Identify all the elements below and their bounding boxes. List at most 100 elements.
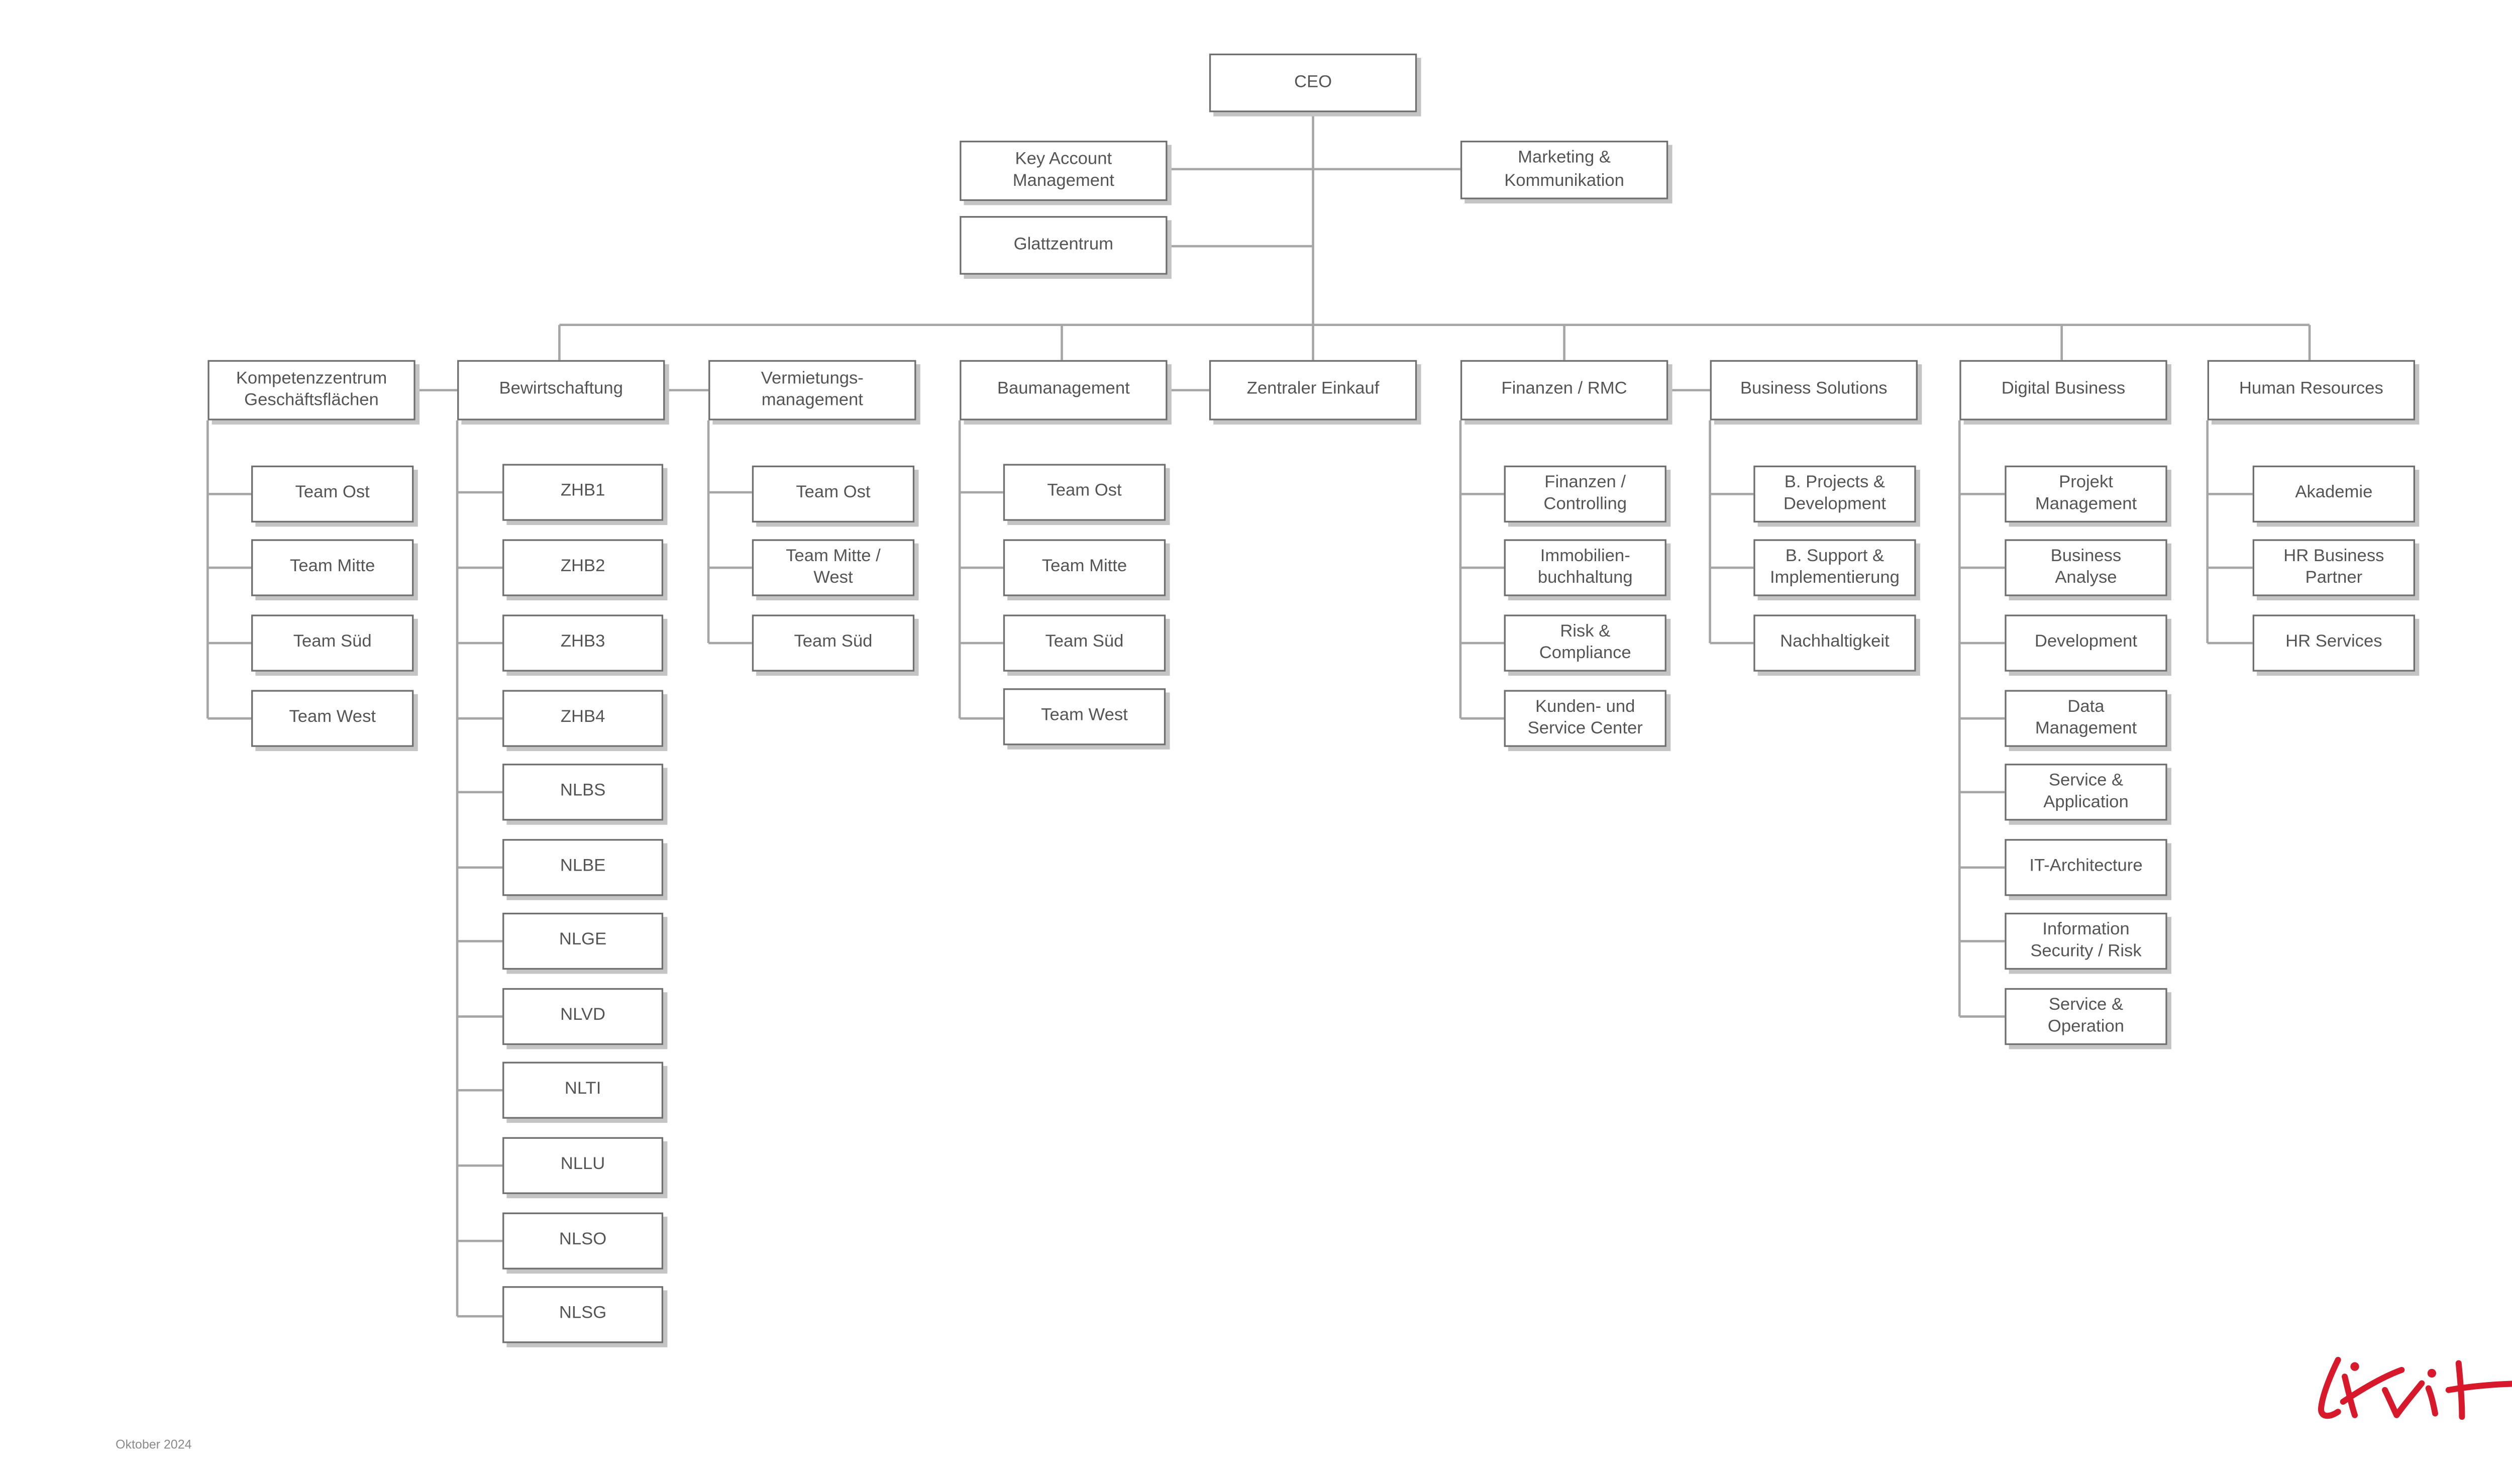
unit-box: Team West [1003,688,1166,746]
glattzentrum-box: Glattzentrum [960,216,1168,275]
unit-label: NLGE [559,931,607,950]
division-finanzen: Finanzen / RMC [1460,360,1668,420]
division-bewirtschaftung: Bewirtschaftung [457,360,665,420]
division-title: Human Resources [2239,380,2383,399]
ceo-label: CEO [1294,73,1332,92]
unit-box: NLSG [502,1286,664,1343]
unit-box: HR Services [2252,614,2416,672]
unit-box: Projekt Management [2005,465,2167,523]
unit-label: NLBS [560,782,606,801]
unit-label: HR Services [2285,633,2382,652]
glattzentrum-label: Glattzentrum [1013,236,1113,255]
unit-label: Team Mitte [1041,558,1127,577]
division-vermietung: Vermietungs- management [708,360,916,420]
unit-label: ZHB3 [560,633,605,652]
division-baumanagement: Baumanagement [960,360,1168,420]
division-human-resources: Human Resources [2207,360,2416,420]
division-business-solutions: Business Solutions [1710,360,1918,420]
unit-box: Risk & Compliance [1504,614,1666,672]
division-title: Digital Business [2001,380,2126,399]
unit-box: Team Mitte [251,539,414,596]
unit-label: Projekt Management [2035,473,2137,514]
unit-box: Team Mitte [1003,539,1166,596]
unit-box: Team Ost [251,465,414,523]
unit-label: NLLU [560,1156,605,1175]
division-einkauf: Zentraler Einkauf [1209,360,1417,420]
unit-box: Team Mitte / West [752,539,915,596]
unit-box: NLBE [502,839,664,896]
unit-box: ZHB2 [502,539,664,596]
unit-box: NLVD [502,988,664,1045]
unit-label: Service & Operation [2047,996,2125,1037]
unit-box: ZHB4 [502,690,664,747]
marketing-label: Marketing & Kommunikation [1504,149,1624,190]
division-title: Business Solutions [1740,380,1888,399]
key-account-label: Key Account Management [1012,150,1114,191]
unit-label: Team West [289,709,376,727]
unit-label: NLVD [560,1007,605,1026]
unit-label: Development [2034,633,2138,652]
footer-date: Oktober 2024 [116,1437,192,1452]
division-kompetenzzentrum: Kompetenzzentrum Geschäftsflächen [207,360,415,420]
unit-label: ZHB2 [560,558,605,577]
unit-label: IT-Architecture [2029,858,2143,877]
unit-label: Finanzen / Controlling [1543,473,1627,514]
unit-label: NLSO [559,1231,607,1250]
unit-label: Akademie [2295,484,2373,503]
unit-label: Information Security / Risk [2030,920,2142,962]
unit-label: Team Süd [293,633,372,652]
unit-label: B. Projects & Development [1783,473,1886,514]
unit-label: Data Management [2035,697,2137,739]
unit-box: NLSO [502,1212,664,1269]
unit-box: Team Süd [752,614,915,672]
division-title: Baumanagement [997,380,1130,399]
unit-box: Team Ost [752,465,915,523]
unit-box: HR Business Partner [2252,539,2416,596]
unit-box: Business Analyse [2005,539,2167,596]
division-title: Finanzen / RMC [1501,380,1627,399]
unit-box: Team Süd [251,614,414,672]
unit-label: Team Süd [1045,633,1124,652]
unit-box: Nachhaltigkeit [1753,614,1916,672]
unit-label: Team Ost [1047,483,1122,501]
unit-box: Team Ost [1003,464,1166,521]
unit-box: Team West [251,690,414,747]
unit-box: Development [2005,614,2167,672]
unit-box: NLLU [502,1137,664,1194]
division-title: Zentraler Einkauf [1246,380,1380,399]
unit-box: ZHB3 [502,614,664,672]
unit-label: Business Analyse [2050,547,2122,588]
unit-label: NLTI [564,1081,601,1099]
unit-box: Immobilien- buchhaltung [1504,539,1666,596]
unit-label: NLSG [559,1305,607,1324]
unit-box: Service & Operation [2005,988,2167,1045]
unit-label: NLBE [560,858,606,877]
division-title: Bewirtschaftung [499,380,623,399]
unit-box: Data Management [2005,690,2167,747]
key-account-box: Key Account Management [960,141,1168,201]
unit-label: Kunden- und Service Center [1527,697,1643,739]
unit-box: NLTI [502,1062,664,1119]
unit-label: B. Support & Implementierung [1769,547,1900,588]
division-title: Vermietungs- management [761,369,864,410]
unit-box: Team Süd [1003,614,1166,672]
unit-box: Information Security / Risk [2005,912,2167,970]
unit-label: Team West [1041,707,1128,726]
unit-box: Finanzen / Controlling [1504,465,1666,523]
unit-label: Team Mitte [290,558,375,577]
unit-box: B. Projects & Development [1753,465,1916,523]
unit-box: Akademie [2252,465,2416,523]
unit-label: ZHB1 [560,483,605,501]
unit-label: ZHB4 [560,709,605,727]
unit-box: IT-Architecture [2005,839,2167,896]
unit-box: Kunden- und Service Center [1504,690,1666,747]
unit-label: Team Ost [295,484,370,503]
livit-logo-icon [2318,1356,2512,1420]
unit-box: B. Support & Implementierung [1753,539,1916,596]
unit-label: HR Business Partner [2283,547,2384,588]
unit-box: Service & Application [2005,764,2167,821]
unit-label: Service & Application [2043,771,2129,812]
marketing-box: Marketing & Kommunikation [1460,141,1668,199]
